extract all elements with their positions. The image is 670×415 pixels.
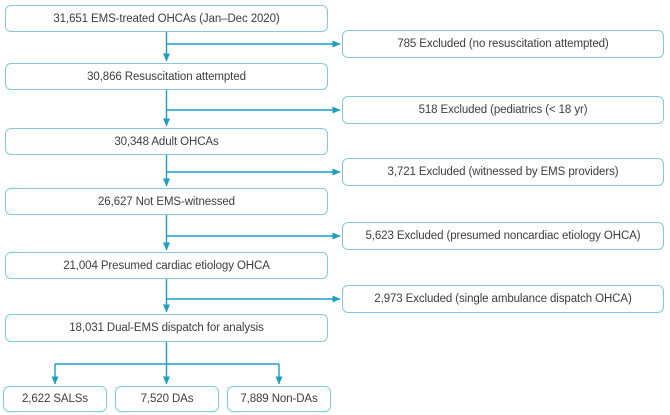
flow-box-resuscitation-attempted: 30,866 Resuscitation attempted <box>5 63 328 90</box>
excluded-box-no-resuscitation: 785 Excluded (no resuscitation attempted… <box>342 30 664 58</box>
flow-box-dual-ems-dispatch: 18,031 Dual-EMS dispatch for analysis <box>5 314 328 342</box>
outcome-box-non-das: 7,889 Non-DAs <box>227 386 331 412</box>
flow-box-ems-treated: 31,651 EMS-treated OHCAs (Jan–Dec 2020) <box>5 5 328 32</box>
flow-box-not-ems-witnessed: 26,627 Not EMS-witnessed <box>5 188 328 215</box>
excluded-box-pediatrics: 518 Excluded (pediatrics (< 18 yr) <box>342 96 664 124</box>
excluded-box-noncardiac-etiology: 5,623 Excluded (presumed noncardiac etio… <box>342 222 664 250</box>
outcome-box-salss: 2,622 SALSs <box>3 386 107 412</box>
excluded-box-single-ambulance: 2,973 Excluded (single ambulance dispatc… <box>342 285 664 313</box>
excluded-box-ems-witnessed: 3,721 Excluded (witnessed by EMS provide… <box>342 158 664 186</box>
flow-box-adult-ohcas: 30,348 Adult OHCAs <box>5 128 328 155</box>
outcome-box-das: 7,520 DAs <box>115 386 219 412</box>
flow-box-presumed-cardiac: 21,004 Presumed cardiac etiology OHCA <box>5 252 328 279</box>
